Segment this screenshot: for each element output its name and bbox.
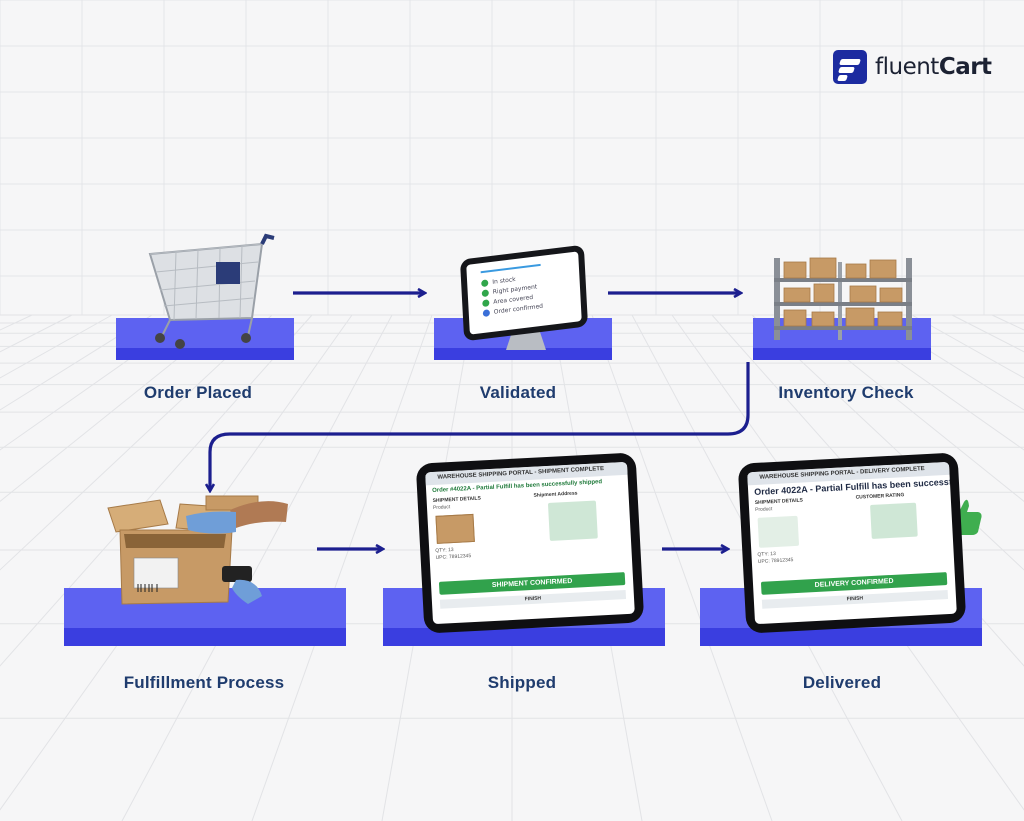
brand-logo: fluentCart bbox=[833, 50, 992, 84]
map-icon bbox=[547, 500, 598, 541]
step-label-order-placed: Order Placed bbox=[143, 383, 253, 402]
step-label-inventory-check: Inventory Check bbox=[778, 383, 914, 402]
fluentcart-logo-icon bbox=[833, 50, 867, 84]
delivered-tablet: WAREHOUSE SHIPPING PORTAL - DELIVERY COM… bbox=[737, 452, 967, 634]
box-icon bbox=[107, 495, 288, 605]
shipped-tablet: WAREHOUSE SHIPPING PORTAL - SHIPMENT COM… bbox=[415, 452, 645, 634]
shelf-icon bbox=[774, 257, 912, 340]
platform-fulfillment bbox=[64, 588, 346, 646]
step-label-validated: Validated bbox=[479, 383, 557, 402]
platform-order-placed bbox=[116, 318, 294, 360]
step-label-shipped: Shipped bbox=[487, 673, 557, 692]
arrow-down-curve-icon bbox=[210, 362, 750, 490]
courier-icon bbox=[757, 515, 800, 548]
map-icon bbox=[870, 502, 918, 539]
step-label-fulfillment-process: Fulfillment Process bbox=[123, 673, 285, 692]
step-label-delivered: Delivered bbox=[802, 673, 882, 692]
validation-tablet: In stock Right payment Area covered Orde… bbox=[459, 244, 590, 352]
box-icon bbox=[435, 513, 475, 544]
tablet-icon: In stock Right payment Area covered Orde… bbox=[459, 244, 589, 342]
shopping-cart-icon bbox=[148, 233, 275, 349]
brand-name: fluentCart bbox=[875, 54, 992, 80]
